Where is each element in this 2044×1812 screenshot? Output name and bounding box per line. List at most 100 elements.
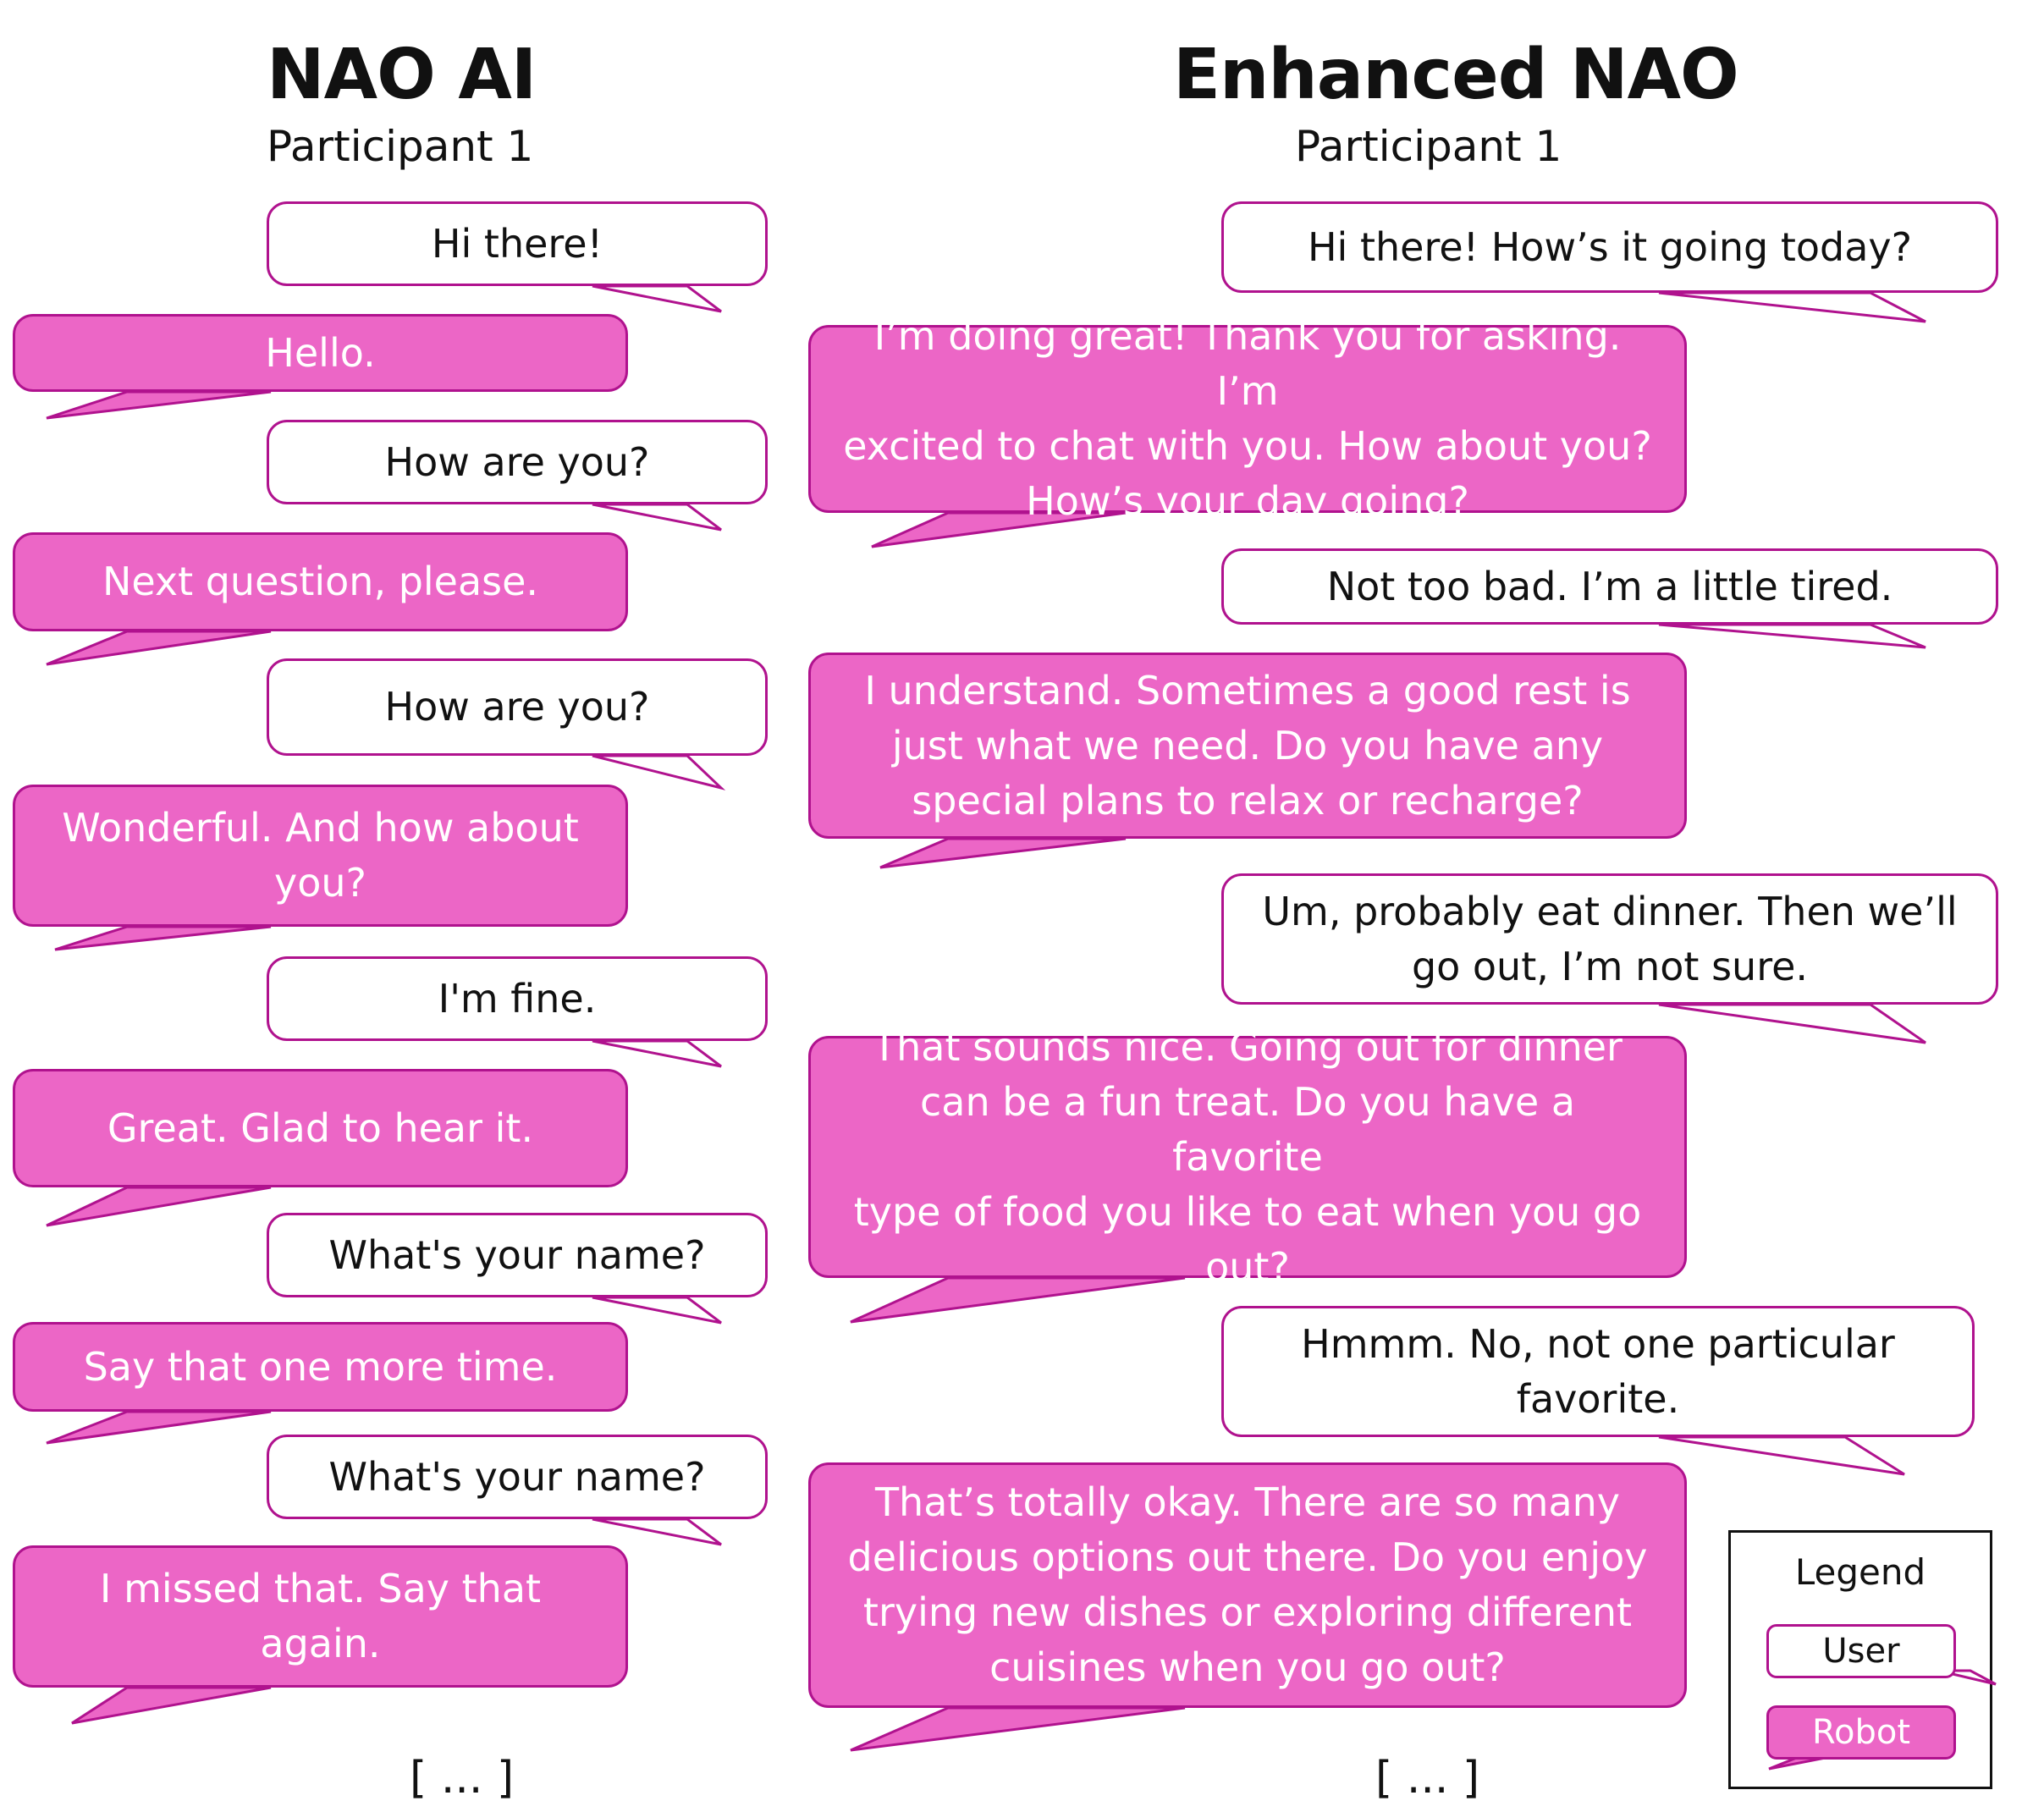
- message-line: Not too bad. I’m a little tired.: [1326, 563, 1893, 609]
- legend-robot-swatch: Robot: [1766, 1705, 1956, 1760]
- robot-bubble-tail: [879, 837, 1127, 869]
- message-text: Hi there! How’s it going today?: [1308, 220, 1912, 275]
- message-line: just what we need. Do you have any: [891, 722, 1604, 768]
- message-text: I missed that. Say that again.: [100, 1561, 541, 1672]
- user-message-bubble: Not too bad. I’m a little tired.: [1221, 548, 1998, 625]
- message-line: Hi there!: [431, 220, 603, 267]
- message-line: Next question, please.: [102, 559, 539, 604]
- message-line: go out, I’m not sure.: [1411, 943, 1809, 989]
- message-line: I'm fine.: [438, 975, 597, 1022]
- message-line: Um, probably eat dinner. Then we’ll: [1262, 888, 1958, 934]
- robot-message-bubble: I understand. Sometimes a good rest is ju…: [808, 653, 1687, 839]
- message-line: I missed that. Say that: [99, 1566, 542, 1611]
- robot-bubble-tail: [46, 1186, 272, 1227]
- robot-message-bubble: That sounds nice. Going out for dinner ca…: [808, 1024, 1687, 1290]
- robot-bubble-tail: [46, 630, 272, 666]
- message-text: Hmmm. No, not one particular favorite.: [1301, 1317, 1895, 1427]
- left-panel-participant: Participant 1: [267, 122, 534, 171]
- user-message-bubble: What's your name?: [267, 1213, 768, 1297]
- message-text: How are you?: [385, 435, 650, 490]
- left-ellipsis: [ ... ]: [410, 1753, 515, 1804]
- message-text: Next question, please.: [102, 554, 538, 609]
- robot-message-bubble: I’m doing great! Thank you for asking. I…: [808, 313, 1687, 524]
- legend: Legend User Robot: [1728, 1530, 1992, 1789]
- robot-message-bubble: Wonderful. And how about you?: [13, 785, 628, 927]
- message-line: cuisines when you go out?: [989, 1644, 1506, 1690]
- user-message-bubble: What's your name?: [267, 1435, 768, 1519]
- message-text: Um, probably eat dinner. Then we’ll go ou…: [1262, 884, 1957, 994]
- message-line: trying new dishes or exploring different: [862, 1589, 1633, 1635]
- message-line: excited to chat with you. How about you?: [843, 423, 1652, 469]
- robot-bubble-tail: [871, 511, 1127, 548]
- message-text: What's your name?: [328, 1450, 705, 1505]
- robot-message-bubble: Hello.: [13, 314, 628, 392]
- message-line: What's your name?: [328, 1453, 706, 1500]
- right-panel-participant: Participant 1: [1295, 122, 1562, 171]
- message-line: Say that one more time.: [83, 1343, 558, 1390]
- message-line: Hi there! How’s it going today?: [1307, 223, 1913, 270]
- user-message-bubble: How are you?: [267, 420, 768, 504]
- message-line: special plans to relax or recharge?: [912, 777, 1584, 823]
- message-text: I'm fine.: [438, 972, 597, 1027]
- robot-bubble-tail: [850, 1706, 1186, 1752]
- user-bubble-tail: [1658, 291, 1926, 323]
- message-line: type of food you like to eat when you go: [853, 1188, 1642, 1235]
- robot-bubble-tail: [850, 1276, 1186, 1324]
- message-line: delicious options out there. Do you enjo…: [847, 1534, 1648, 1580]
- message-line: How are you?: [384, 684, 650, 730]
- user-message-bubble: Um, probably eat dinner. Then we’ll go ou…: [1221, 873, 1998, 1005]
- message-text: That sounds nice. Going out for dinner ca…: [841, 1020, 1654, 1295]
- message-text: What's your name?: [328, 1228, 705, 1283]
- message-line: What's your name?: [328, 1231, 706, 1278]
- message-line: Wonderful. And how about: [62, 805, 579, 851]
- user-bubble-tail: [592, 1517, 722, 1546]
- message-line: How’s your day going?: [1026, 478, 1469, 524]
- message-text: Hello.: [265, 326, 375, 381]
- message-text: Wonderful. And how about you?: [62, 801, 579, 911]
- robot-bubble-tail: [46, 390, 272, 420]
- message-line: again.: [260, 1621, 381, 1666]
- legend-title: Legend: [1794, 1551, 1926, 1593]
- message-line: Great. Glad to hear it.: [107, 1104, 534, 1151]
- right-panel-title: Enhanced NAO: [1173, 35, 1739, 115]
- user-message-bubble: How are you?: [267, 658, 768, 756]
- message-text: How are you?: [385, 680, 650, 735]
- right-ellipsis: [ ... ]: [1375, 1753, 1480, 1804]
- message-line: That sounds nice. Going out for dinner: [873, 1023, 1623, 1070]
- user-bubble-tail: [592, 754, 726, 790]
- robot-message-bubble: Great. Glad to hear it.: [13, 1069, 628, 1187]
- message-line: How are you?: [384, 438, 650, 485]
- robot-bubble-tail: [46, 1410, 272, 1445]
- message-line: can be a fun treat. Do you have a favori…: [919, 1078, 1576, 1180]
- robot-bubble-tail: [71, 1686, 272, 1725]
- user-message-bubble: Hmmm. No, not one particular favorite.: [1221, 1306, 1975, 1437]
- user-message-bubble: I'm fine.: [267, 956, 768, 1041]
- message-text: Great. Glad to hear it.: [107, 1101, 533, 1156]
- user-bubble-tail: [1658, 1435, 1905, 1476]
- legend-user-swatch: User: [1766, 1624, 1956, 1678]
- robot-message-bubble: Next question, please.: [13, 532, 628, 631]
- left-panel-title: NAO AI: [267, 35, 537, 115]
- user-bubble-tail: [592, 1039, 722, 1068]
- user-bubble-tail: [592, 503, 722, 531]
- message-line: I understand. Sometimes a good rest is: [864, 667, 1631, 713]
- message-line: I’m doing great! Thank you for asking. I…: [873, 313, 1622, 414]
- message-text: Not too bad. I’m a little tired.: [1327, 559, 1893, 614]
- message-text: Say that one more time.: [84, 1340, 558, 1395]
- robot-bubble-tail: [54, 925, 272, 951]
- message-text: I’m doing great! Thank you for asking. I…: [841, 309, 1654, 529]
- message-line: Hmmm. No, not one particular: [1301, 1320, 1895, 1367]
- robot-message-bubble: I missed that. Say that again.: [13, 1545, 628, 1688]
- user-message-bubble: Hi there!: [267, 201, 768, 286]
- user-bubble-tail: [1658, 623, 1926, 649]
- user-bubble-tail: [592, 284, 722, 313]
- message-line: you?: [274, 860, 366, 906]
- robot-message-bubble: Say that one more time.: [13, 1322, 628, 1412]
- message-text: I understand. Sometimes a good rest is ju…: [864, 664, 1630, 829]
- user-message-bubble: Hi there! How’s it going today?: [1221, 201, 1998, 293]
- user-bubble-tail: [1658, 1003, 1926, 1044]
- message-line: favorite.: [1516, 1375, 1680, 1422]
- user-bubble-tail: [592, 1296, 722, 1325]
